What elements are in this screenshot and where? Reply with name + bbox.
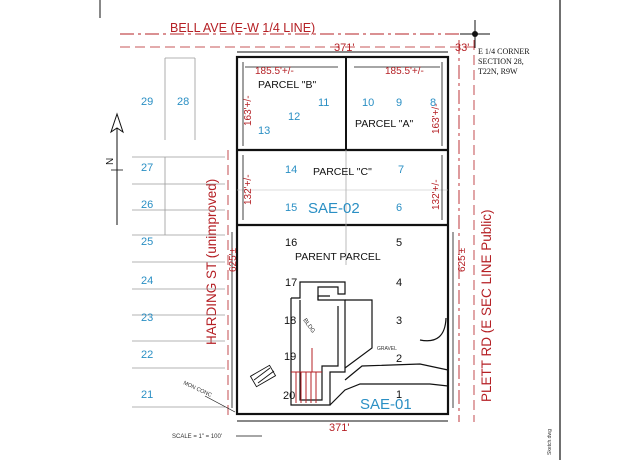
corner-offset-dimension: 33': [455, 42, 469, 54]
deck-hatch: [291, 348, 322, 403]
parcel-a-label: PARCEL "A": [355, 118, 413, 130]
driveway-lines: [329, 299, 449, 406]
lot-number-14: 14: [285, 164, 297, 176]
scale-label: SCALE = 1" = 100': [172, 434, 222, 440]
side-dimension-lines: [231, 62, 454, 408]
bell-ave-label: BELL AVE (E-W 1/4 LINE): [170, 21, 315, 35]
lot-number-18: 18: [284, 315, 296, 327]
west-parcel-b-dim: 163'+/-: [243, 95, 254, 126]
lot-number-8: 8: [430, 97, 436, 109]
parcel-b-label: PARCEL "B": [258, 79, 316, 91]
lot-number-21: 21: [141, 389, 153, 401]
lot-number-27: 27: [141, 162, 153, 174]
sae-02-label: SAE-02: [308, 200, 360, 217]
bottom-dimension: 371': [329, 422, 349, 434]
north-arrow-icon: [110, 112, 124, 225]
lot-number-23: 23: [141, 312, 153, 324]
mon-leader: [204, 395, 236, 413]
lot-number-2: 2: [396, 353, 402, 365]
lot-number-10: 10: [362, 97, 374, 109]
lot-number-9: 9: [396, 97, 402, 109]
north-label: N: [105, 158, 116, 165]
lot-number-15: 15: [285, 202, 297, 214]
parent-parcel-label: PARENT PARCEL: [295, 251, 381, 263]
parcel-c-label: PARCEL "C": [313, 166, 372, 178]
east-parcel-a-dim: 163'+/-: [431, 103, 442, 134]
bldg-annotation: BLDG: [301, 318, 315, 335]
lot-number-29: 29: [141, 96, 153, 108]
parcel-a-width: 185.5'+/-: [385, 66, 424, 77]
gravel-annotation: GRAVEL: [377, 346, 397, 352]
lot-number-1: 1: [396, 389, 402, 401]
mon-conc-annotation: MON CONC: [182, 380, 212, 398]
top-dimension: 371': [334, 42, 354, 54]
lot-number-28: 28: [177, 96, 189, 108]
parcel-b-width: 185.5'+/-: [255, 66, 294, 77]
lot-number-6: 6: [396, 202, 402, 214]
parcel-outlines: [235, 55, 450, 416]
lot-number-17: 17: [285, 277, 297, 289]
lot-number-16: 16: [285, 237, 297, 249]
east-total-dim: 625'±: [457, 247, 468, 272]
lot-number-26: 26: [141, 199, 153, 211]
lot-number-19: 19: [284, 351, 296, 363]
lot-number-11: 11: [318, 97, 329, 109]
corner-label-line2: SECTION 28,: [478, 57, 524, 66]
corner-label-line3: T22N, R9W: [478, 67, 518, 76]
lot-number-13: 13: [258, 125, 270, 137]
lot-number-3: 3: [396, 315, 402, 327]
building-footprint: [290, 281, 346, 406]
east-parcel-c-dim: 132'+/-: [431, 179, 442, 210]
corner-label-line1: E 1/4 CORNER: [478, 47, 530, 56]
west-lot-grid: [132, 57, 225, 408]
lot-number-5: 5: [396, 237, 402, 249]
lot-number-12: 12: [288, 111, 300, 123]
lot-number-4: 4: [396, 277, 402, 289]
sae-01-label: SAE-01: [360, 396, 412, 413]
footer-filename: Sketch.dwg: [547, 429, 553, 455]
lot-number-20: 20: [283, 390, 295, 402]
lot-number-24: 24: [141, 275, 153, 287]
plett-rd-label: PLETT RD (E SEC LINE Public): [479, 209, 494, 402]
shed-symbol: [249, 364, 277, 388]
west-parcel-c-dim: 132'+/-: [243, 174, 254, 205]
lot-number-22: 22: [141, 349, 153, 361]
lot-number-25: 25: [141, 236, 153, 248]
lot-number-7: 7: [398, 164, 404, 176]
west-total-dim: 625'±: [228, 247, 239, 272]
